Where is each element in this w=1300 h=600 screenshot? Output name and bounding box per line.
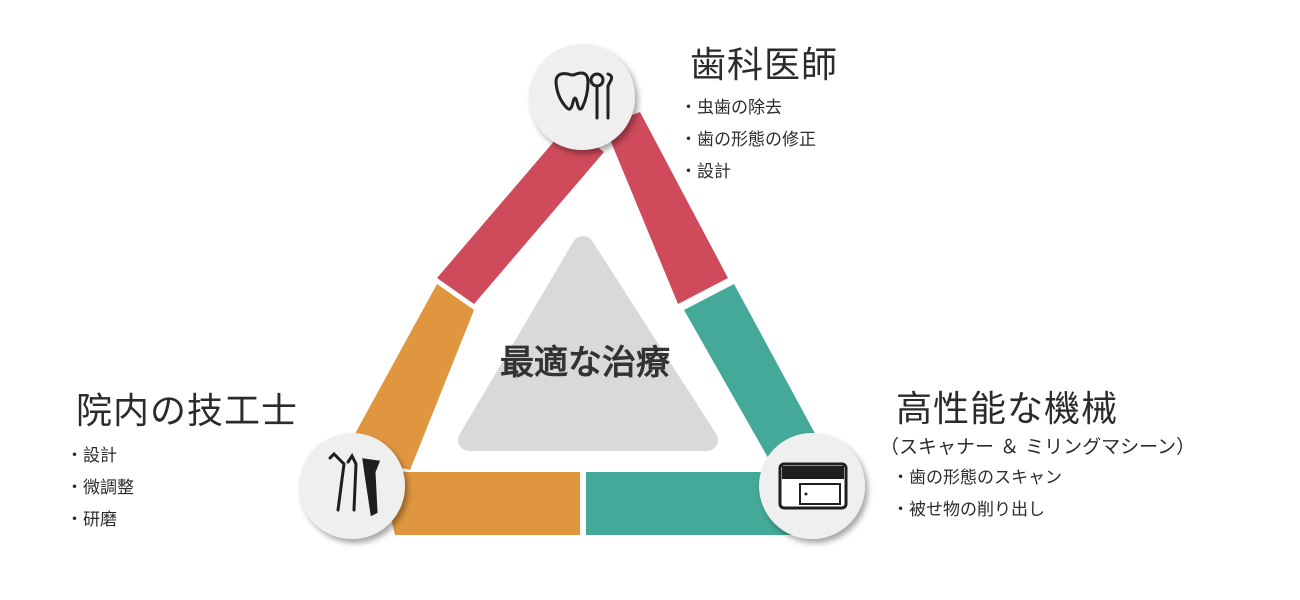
- tooth-and-dental-tools-icon: [554, 71, 614, 120]
- dentist-bullets: 虫歯の除去 歯の形態の修正 設計: [680, 92, 816, 188]
- list-item: 研磨: [66, 504, 134, 536]
- list-item: 設計: [680, 156, 816, 188]
- segment-dentist-right: [604, 112, 728, 304]
- segment-machine-bottom: [586, 472, 800, 535]
- machine-bullets: 歯の形態のスキャン 被せ物の削り出し: [892, 462, 1062, 526]
- list-item: 微調整: [66, 472, 134, 504]
- segment-technician-bottom: [380, 472, 580, 535]
- machine-node: [759, 433, 865, 539]
- machine-title: 高性能な機械: [896, 389, 1119, 430]
- pliers-icon: [328, 451, 381, 517]
- list-item: 歯の形態のスキャン: [892, 462, 1062, 494]
- list-item: 歯の形態の修正: [680, 124, 816, 156]
- list-item: 設計: [66, 440, 134, 472]
- technician-bullets: 設計 微調整 研磨: [66, 440, 134, 536]
- milling-machine-icon: [778, 462, 848, 510]
- center-triangle: [458, 236, 718, 451]
- segment-technician-left: [345, 284, 474, 470]
- dentist-title: 歯科医師: [690, 45, 839, 86]
- dentist-node: [529, 44, 635, 150]
- machine-subtitle: （スキャナー ＆ ミリングマシーン）: [880, 436, 1196, 458]
- center-label: 最適な治療: [500, 343, 670, 383]
- list-item: 虫歯の除去: [680, 92, 816, 124]
- list-item: 被せ物の削り出し: [892, 494, 1062, 526]
- segment-dentist-left: [437, 125, 604, 304]
- technician-title: 院内の技工士: [76, 391, 299, 432]
- technician-node: [299, 433, 405, 539]
- segment-machine-right: [684, 284, 825, 470]
